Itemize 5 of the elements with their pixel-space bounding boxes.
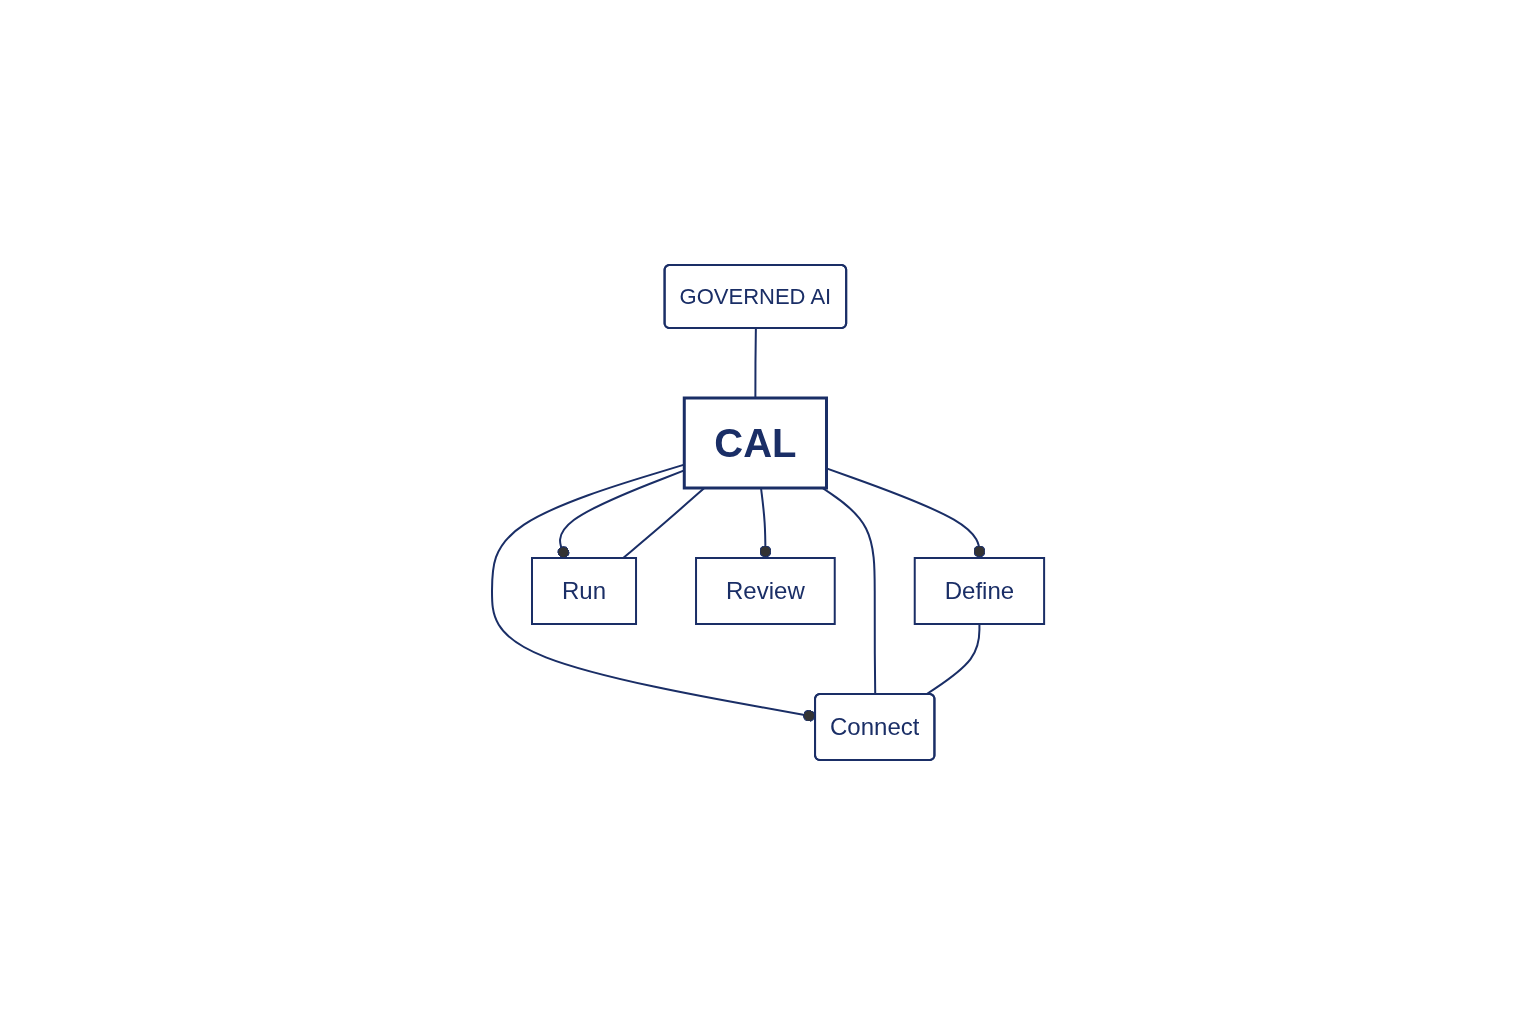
node-box: CAL <box>682 396 828 489</box>
connector <box>925 622 981 695</box>
node-box: Define <box>913 556 1046 625</box>
node-box: Review <box>694 556 836 625</box>
node-box: Run <box>530 556 637 625</box>
